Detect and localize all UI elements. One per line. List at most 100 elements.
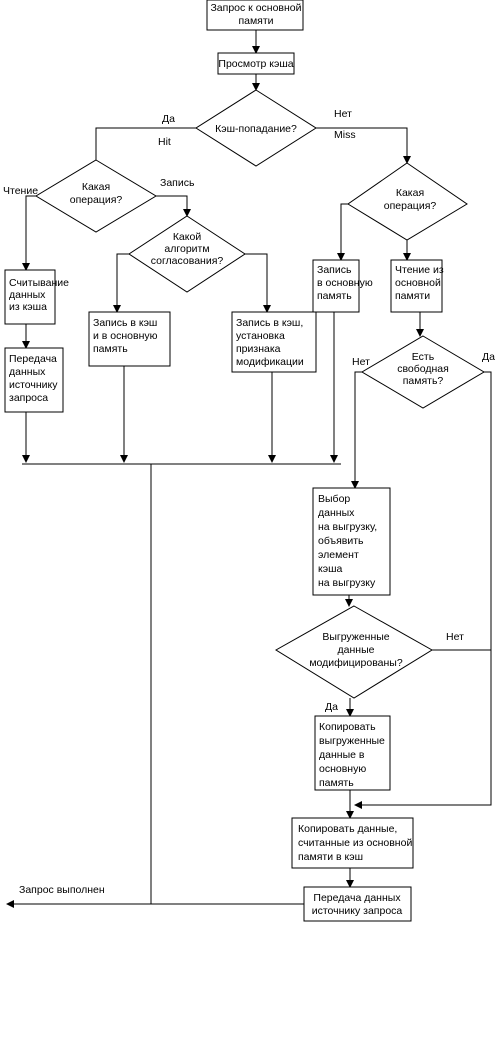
modified-yes-label: Да xyxy=(325,701,338,713)
label-line: операция? xyxy=(384,200,437,212)
label-line: и в основную xyxy=(93,330,158,342)
label-line: Чтение из xyxy=(395,264,444,276)
label-line: Считывание xyxy=(9,277,69,289)
label-line: Выгруженные xyxy=(322,631,389,643)
label-line: память xyxy=(317,290,352,302)
label-line: данные в xyxy=(319,749,365,761)
write-label: Запись xyxy=(160,177,195,189)
label-line: согласования? xyxy=(151,255,224,267)
label-line: источнику запроса xyxy=(312,905,403,917)
cache-view-box xyxy=(217,52,295,75)
label-line: основную xyxy=(319,763,366,775)
label-line: модификации xyxy=(236,356,304,368)
label-line: памяти xyxy=(395,290,430,302)
label-line: источнику xyxy=(9,379,58,391)
coherence-diamond xyxy=(128,215,246,293)
free-memory-diamond xyxy=(361,335,485,409)
copy-read-data-box xyxy=(291,817,414,869)
shapes xyxy=(4,0,485,922)
write-to-memory-box xyxy=(312,259,360,313)
label-line: Кэш-попадание? xyxy=(215,123,297,135)
label-line: считанные из основной xyxy=(298,837,412,849)
operation-diamond-right xyxy=(347,162,468,241)
label-line: на выгрузку xyxy=(318,577,376,589)
label-line: данных xyxy=(318,507,355,519)
cache-hit-text: Кэш-попадание? xyxy=(215,123,297,135)
pass-to-source-left-box xyxy=(4,347,64,413)
hit-yes-label: Да xyxy=(162,113,175,125)
label-line: Какой xyxy=(173,231,202,243)
copy-read-data-text: Копировать данные, считанные из основной п… xyxy=(298,823,412,863)
label-line: Запись в кэш xyxy=(93,317,157,329)
label-line: Копировать данные, xyxy=(298,823,397,835)
write-cache-flag-box xyxy=(231,311,317,373)
label-line: Передача xyxy=(9,353,57,365)
free-no-label: Нет xyxy=(352,356,370,368)
connectors xyxy=(6,30,492,908)
label-line: Просмотр кэша xyxy=(218,58,293,70)
operation-diamond-left xyxy=(35,159,157,233)
label-line: Копировать xyxy=(319,721,376,733)
label-line: признака xyxy=(236,343,281,355)
label-line: память xyxy=(319,777,354,789)
read-from-memory-box xyxy=(390,259,443,313)
label-line: свободная xyxy=(397,363,449,375)
label-line: памяти xyxy=(238,15,273,27)
read-from-cache-box xyxy=(4,269,56,325)
label-line: выгруженные xyxy=(319,735,385,747)
start-box xyxy=(206,0,304,31)
label-line: Какая xyxy=(396,187,424,199)
label-line: память xyxy=(93,343,128,355)
request-done-label: Запрос выполнен xyxy=(19,884,105,896)
label-line: основной xyxy=(395,277,441,289)
label-line: Какая xyxy=(82,181,110,193)
label-line: Есть xyxy=(412,351,435,363)
label-line: Выбор xyxy=(318,493,350,505)
label-line: данные xyxy=(338,644,375,656)
cache-view-text: Просмотр кэша xyxy=(218,58,293,70)
miss-label: Miss xyxy=(334,129,356,141)
label-line: на выгрузку, xyxy=(318,521,377,533)
label-line: в основную xyxy=(317,277,373,289)
label-line: запроса xyxy=(9,392,48,404)
label-line: элемент xyxy=(318,549,359,561)
label-line: модифицированы? xyxy=(309,657,403,669)
hit-label: Hit xyxy=(158,136,171,148)
modified-no-label: Нет xyxy=(446,631,464,643)
label-line: данных xyxy=(9,366,46,378)
cache-hit-diamond xyxy=(195,89,317,167)
label-line: памяти в кэш xyxy=(298,851,363,863)
miss-no-label: Нет xyxy=(334,108,352,120)
free-yes-label: Да xyxy=(482,351,495,363)
label-line: установка xyxy=(236,330,285,342)
select-eviction-box xyxy=(312,487,391,596)
label-line: Передача данных xyxy=(313,892,401,904)
write-cache-memory-box xyxy=(88,311,171,367)
label-line: алгоритм xyxy=(164,243,209,255)
modified-diamond xyxy=(275,605,433,699)
label-line: кэша xyxy=(318,563,342,575)
label-line: данных xyxy=(9,289,46,301)
copy-evicted-text: Копировать выгруженные данные в основную пам… xyxy=(319,721,385,789)
label-line: Запрос к основной xyxy=(210,2,301,14)
read-label: Чтение xyxy=(3,185,38,197)
label-line: операция? xyxy=(70,194,123,206)
label-line: из кэша xyxy=(9,301,47,313)
copy-evicted-box xyxy=(314,715,391,791)
